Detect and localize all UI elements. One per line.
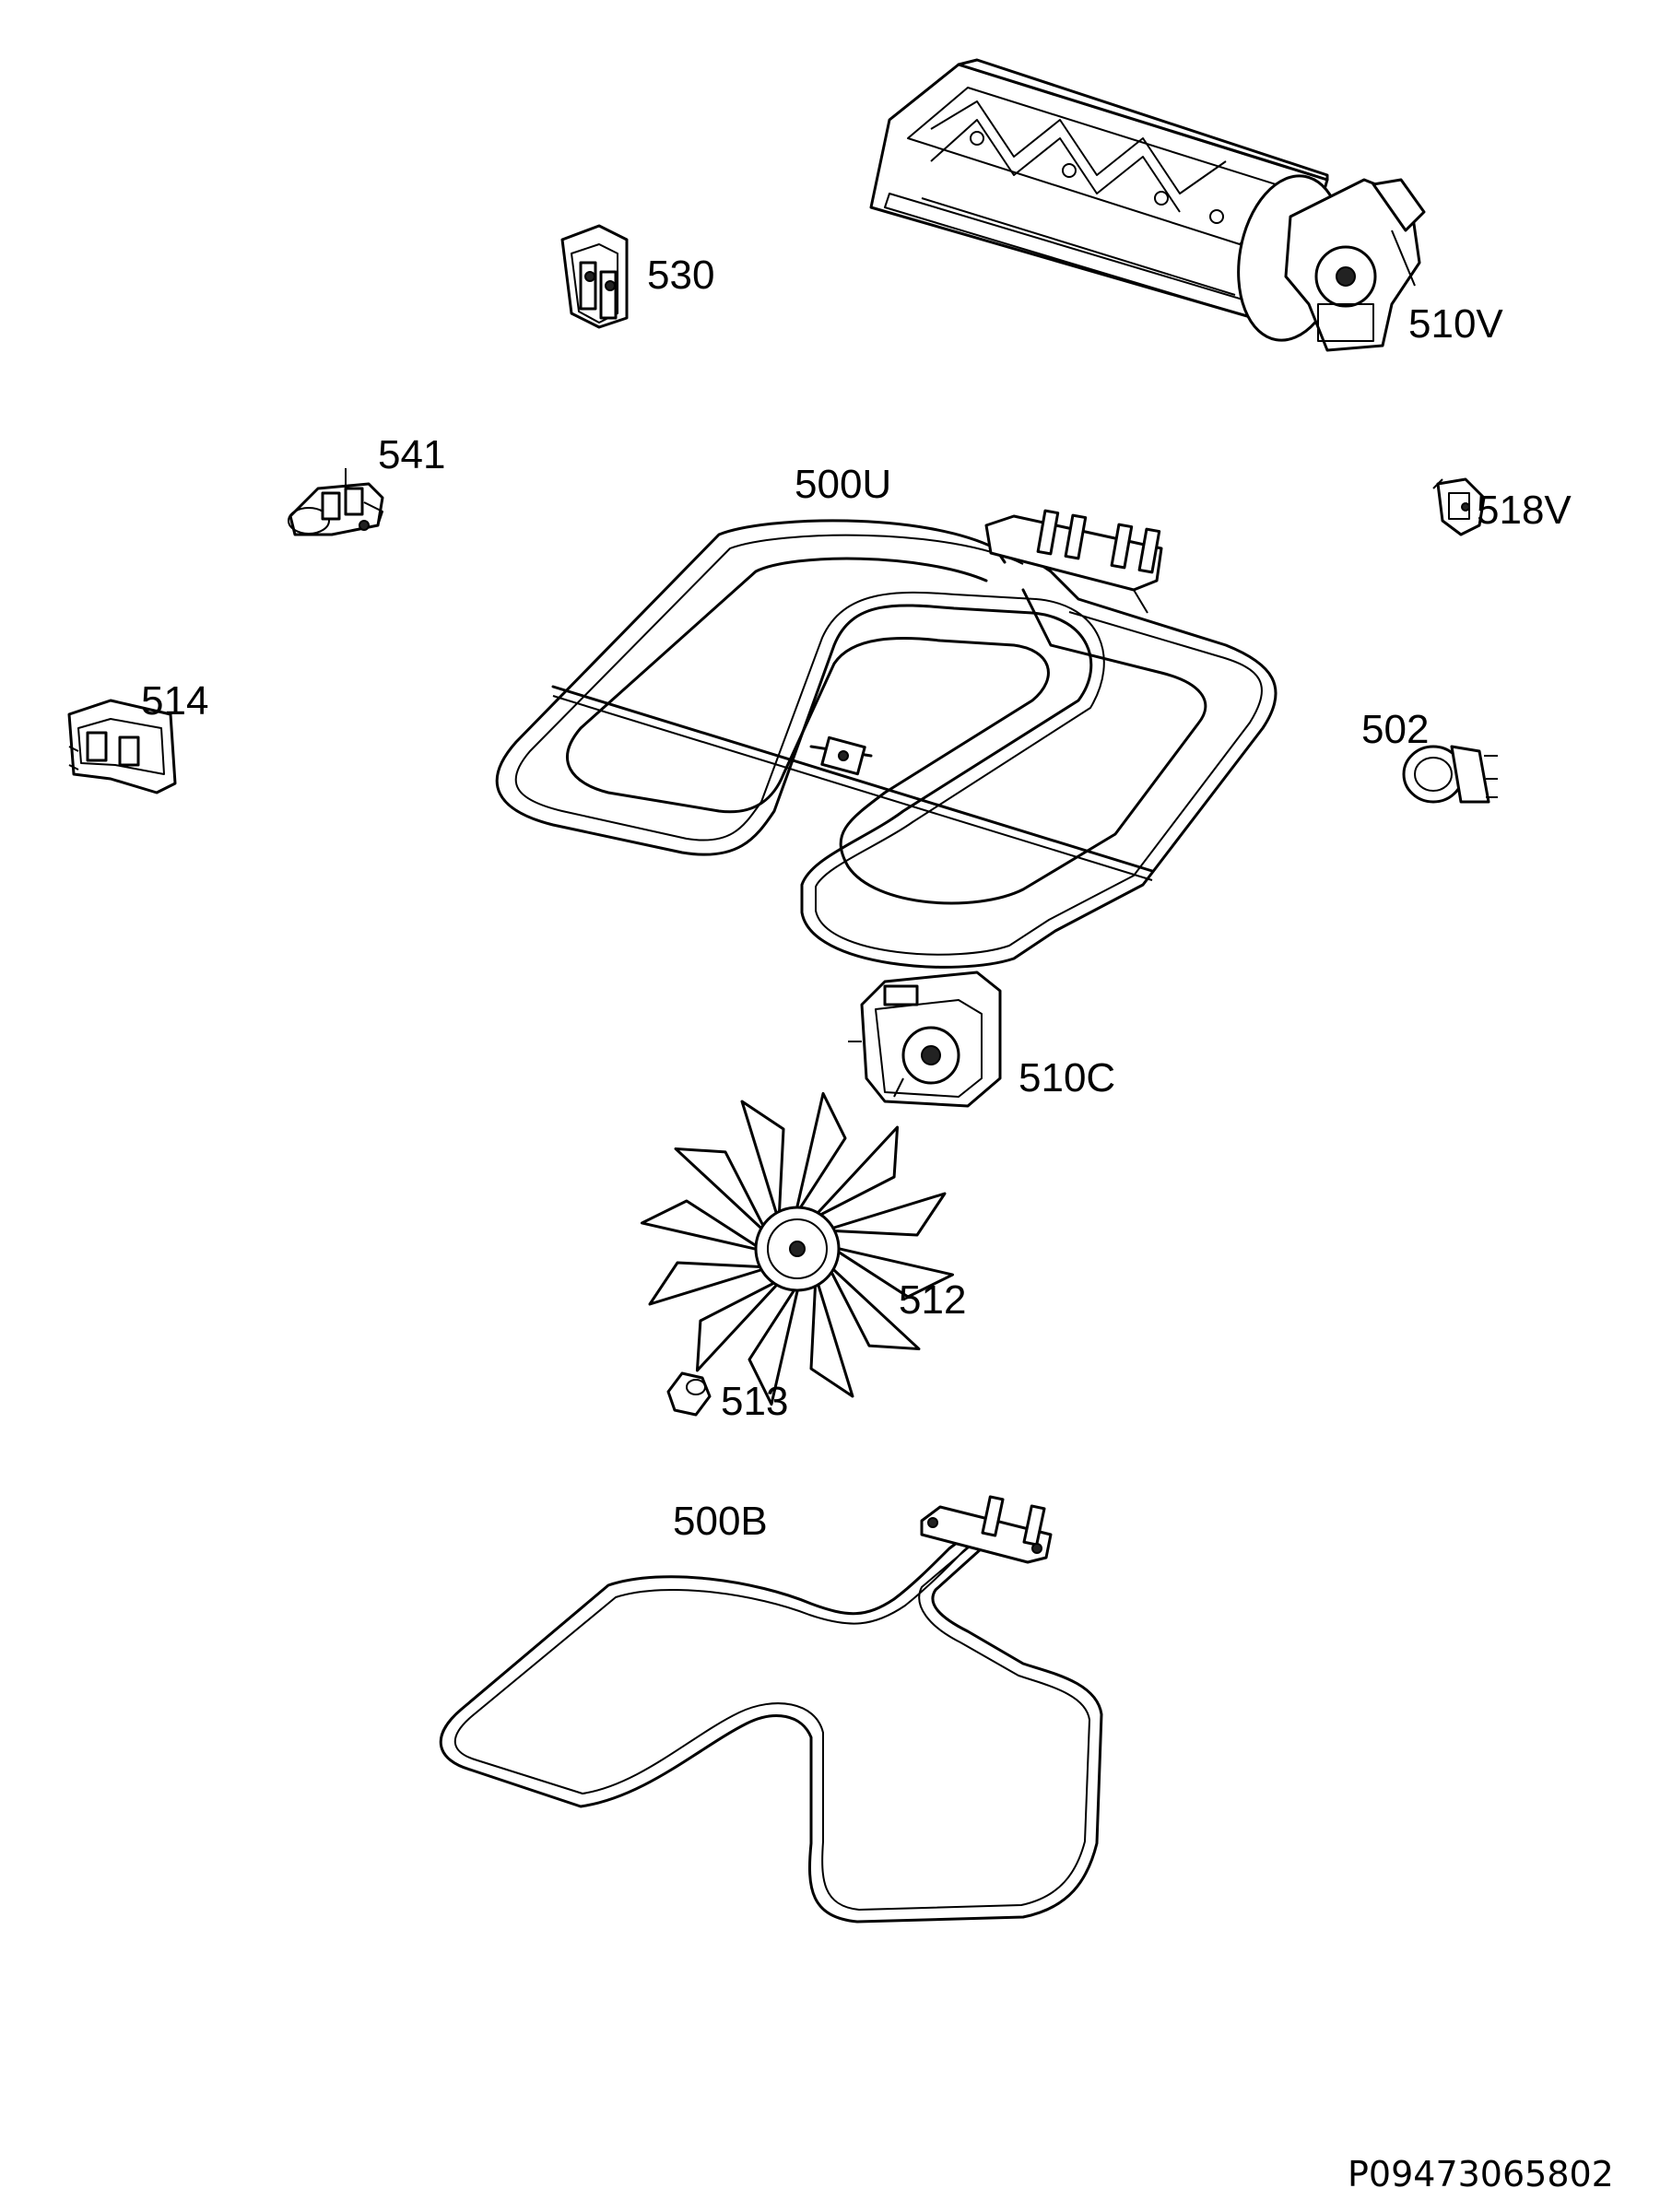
fan-nut-part: [666, 1371, 712, 1417]
upper-heating-element-part: [495, 509, 1278, 969]
door-switch-part: [288, 468, 384, 536]
lower-heating-element-part: [439, 1495, 1103, 1924]
label-518V: 518V: [1477, 488, 1572, 533]
fan-motor-part: [848, 971, 1002, 1108]
tangential-fan-part: [869, 58, 1426, 352]
document-id: P09473065802: [1348, 2154, 1614, 2194]
label-502: 502: [1361, 707, 1429, 752]
label-500B: 500B: [673, 1499, 768, 1544]
label-512: 512: [899, 1277, 966, 1323]
label-500U: 500U: [795, 462, 891, 507]
fan-blade-part: [640, 1091, 955, 1406]
label-510V: 510V: [1408, 301, 1503, 347]
label-510C: 510C: [1019, 1055, 1115, 1100]
label-513: 513: [721, 1379, 788, 1424]
oven-lamp-part: [1402, 745, 1498, 804]
label-530: 530: [647, 253, 714, 298]
label-514: 514: [141, 678, 208, 724]
terminal-block-part: [560, 224, 629, 329]
switch-box-part: [67, 699, 177, 794]
label-541: 541: [378, 432, 445, 477]
small-clip-part: [1432, 477, 1486, 536]
